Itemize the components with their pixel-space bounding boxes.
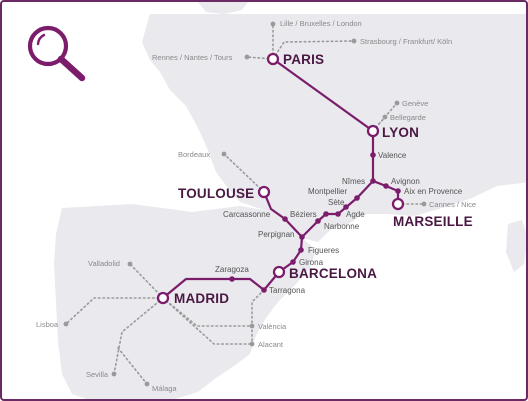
label-sevilla: Sevilla	[86, 370, 109, 379]
iberia-landmass	[54, 204, 316, 399]
uk-tip	[198, 2, 248, 14]
hub-barcelona[interactable]	[272, 265, 286, 279]
magnifier-icon	[27, 25, 86, 82]
branch-bordeaux	[223, 153, 265, 193]
route-paris-lyon	[271, 57, 375, 133]
search-button[interactable]	[18, 20, 94, 86]
label-agde: Agde	[346, 210, 365, 219]
branch-sevilla	[113, 297, 164, 375]
branch-malaga	[117, 347, 148, 385]
label-lille: Lille / Bruxelles / London	[280, 19, 362, 28]
hub-paris[interactable]	[266, 52, 280, 66]
route-nimes-marseille	[371, 179, 400, 206]
label-marseille: MARSEILLE	[393, 214, 473, 229]
label-lisboa: Lisboa	[36, 320, 59, 329]
label-zaragoza: Zaragoza	[215, 265, 249, 274]
branch-bellegarde	[372, 116, 386, 132]
label-strasbourg: Strasbourg / Frankfurt/ Köln	[360, 37, 452, 46]
branch-lisboa	[65, 297, 164, 325]
branch-alacant	[162, 297, 253, 345]
label-figueres: Figueres	[308, 246, 339, 255]
label-lyon: LYON	[382, 125, 419, 140]
label-beziers: Béziers	[290, 210, 317, 219]
corsica	[506, 220, 526, 272]
route-toulouse-narbonne	[262, 190, 304, 239]
label-madrid: MADRID	[174, 291, 229, 306]
label-barcelona: BARCELONA	[289, 266, 377, 281]
label-bordeaux: Bordeaux	[178, 150, 210, 159]
label-bellegarde: Bellegarde	[390, 113, 426, 122]
label-valence: Valence	[378, 151, 407, 160]
hub-toulouse[interactable]	[257, 185, 271, 199]
label-girona: Girona	[299, 258, 324, 267]
label-toulouse: TOULOUSE	[178, 186, 254, 201]
hub-lyon[interactable]	[366, 124, 380, 138]
label-carcassonne: Carcassonne	[223, 210, 271, 219]
branch-tarragona-south	[251, 289, 265, 343]
label-alacant: Alacant	[258, 340, 284, 349]
hub-madrid[interactable]	[156, 291, 170, 305]
hub-marseille[interactable]	[391, 197, 405, 211]
label-narbonne: Narbonne	[324, 222, 360, 231]
route-coast	[300, 179, 375, 239]
label-rennes: Rennes / Nantes / Tours	[152, 53, 233, 62]
label-nimes: Nîmes	[342, 177, 365, 186]
branch-strasbourg	[272, 40, 355, 60]
label-perpignan: Perpignan	[258, 230, 294, 239]
label-valencia: València	[258, 322, 287, 331]
label-valladolid: Valladolid	[88, 259, 120, 268]
label-cannes: Cannes / Nice	[429, 200, 476, 209]
label-avignon: Avignon	[391, 177, 420, 186]
route-barcelona-madrid	[161, 270, 281, 300]
branch-valladolid	[129, 263, 164, 299]
route-perpignan-barcelona	[277, 235, 304, 274]
label-sete: Sète	[328, 198, 345, 207]
label-malaga: Málaga	[152, 384, 177, 393]
france-landmass	[142, 14, 526, 242]
label-tarragona: Tarragona	[269, 286, 306, 295]
label-montpellier: Montpellier	[308, 187, 347, 196]
label-paris: PARIS	[283, 52, 324, 67]
label-geneve: Genève	[402, 99, 428, 108]
label-aix: Aix en Provence	[404, 187, 463, 196]
